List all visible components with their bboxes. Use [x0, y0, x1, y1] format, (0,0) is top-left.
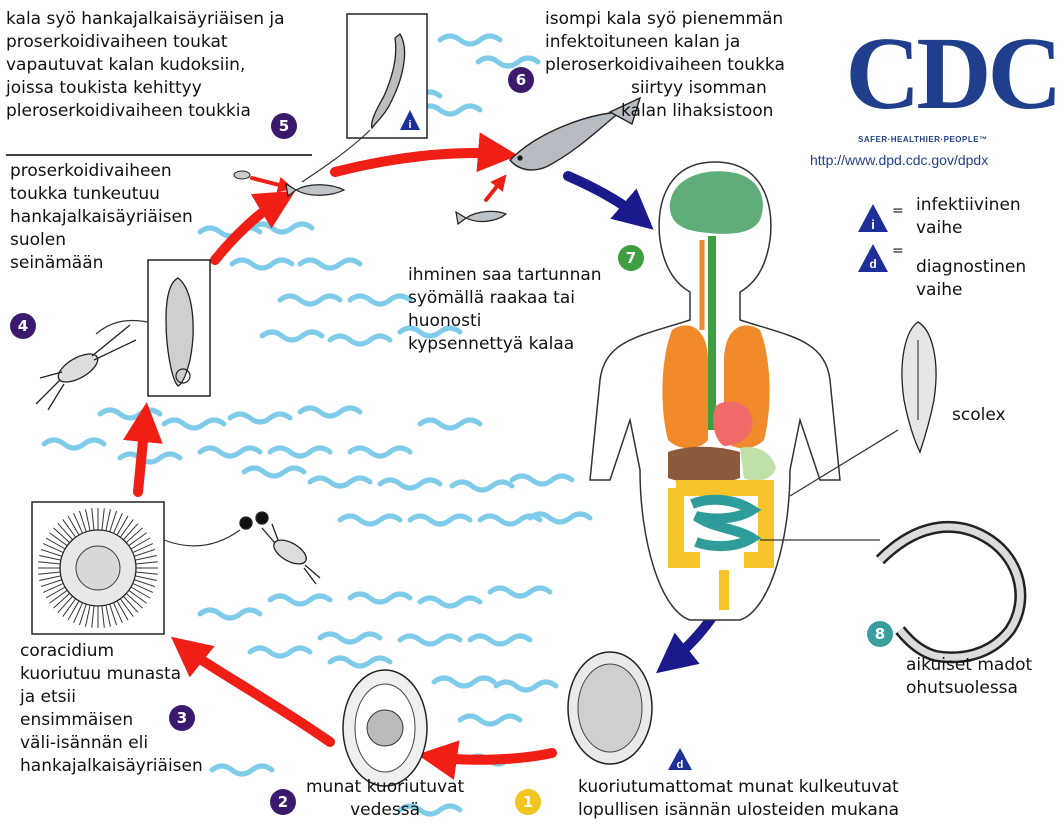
wave — [244, 468, 304, 476]
stage-badge-8: 8 — [867, 621, 893, 647]
wave — [100, 410, 160, 418]
stage-5-text: kala syö hankajalkaisäyriäisen ja proser… — [6, 8, 285, 123]
human-body — [590, 162, 840, 620]
svg-text:8: 8 — [875, 625, 885, 643]
arrow-small-fish-to-big-fish — [335, 153, 500, 172]
wave — [350, 448, 410, 456]
wave — [350, 296, 410, 304]
legend-infective-icon: i — [858, 204, 888, 232]
wave — [330, 658, 390, 666]
liver — [668, 447, 740, 484]
svg-text:7: 7 — [626, 249, 636, 267]
stage-4-text: proserkoidivaiheen toukka tunkeutuu hank… — [10, 160, 193, 275]
wave — [280, 296, 340, 304]
scolex-label: scolex — [952, 404, 1006, 427]
procercoid-box — [96, 260, 210, 396]
wave — [250, 648, 310, 656]
wave — [120, 454, 180, 462]
wave — [440, 36, 500, 44]
small-fish — [286, 184, 344, 196]
stage-2-text: munat kuoriutuvat vedessä — [306, 776, 464, 822]
wave — [164, 420, 224, 428]
stage-8-text: aikuiset madot ohutsuolessa — [906, 654, 1032, 700]
svg-text:6: 6 — [516, 71, 526, 89]
diagnostic-stage-marker-icon: d — [668, 748, 692, 771]
wave — [400, 636, 460, 644]
arrow-tiny-fish-into-big-fish — [486, 180, 502, 200]
stage-badge-1: 1 — [515, 789, 541, 815]
arrow-egg-to-hatched — [435, 753, 552, 760]
wave — [212, 766, 272, 774]
wave — [200, 610, 260, 618]
wave — [410, 516, 470, 524]
wave — [330, 336, 390, 344]
svg-text:i: i — [408, 119, 411, 131]
svg-text:d: d — [677, 759, 684, 771]
legend-diagnostic-label: diagnostinen vaihe — [916, 256, 1026, 302]
svg-text:CDC: CDC — [845, 16, 1058, 131]
wave — [230, 414, 290, 422]
wave — [420, 106, 480, 114]
legend-equals-2: = — [892, 240, 904, 263]
wave — [232, 260, 292, 268]
wave — [452, 482, 512, 490]
wave — [270, 448, 330, 456]
svg-text:4: 4 — [18, 317, 28, 335]
wave — [320, 634, 380, 642]
wave — [478, 58, 538, 66]
copepod-free — [240, 512, 320, 584]
copepod-with-larva — [36, 325, 136, 410]
cdc-logo: CDC — [845, 10, 1058, 132]
legend-diagnostic-icon: d — [858, 244, 888, 272]
wave — [470, 636, 530, 644]
stage-7-text: ihminen saa tartunnan syömällä raakaa ta… — [408, 264, 602, 356]
unembryonated-egg — [568, 652, 652, 764]
arrow-copepod-into-fish — [252, 178, 287, 187]
wave — [340, 516, 400, 524]
tiny-copepod — [234, 171, 250, 179]
wave — [496, 682, 556, 690]
wave — [300, 260, 360, 268]
wave — [262, 332, 322, 340]
arrow-coracidium-to-copepod — [138, 420, 145, 492]
cdc-tagline: SAFER·HEALTHIER·PEOPLE™ — [858, 135, 988, 144]
svg-text:1: 1 — [523, 793, 533, 811]
svg-text:i: i — [871, 217, 875, 232]
wave — [420, 420, 480, 428]
stage-badge-4: 4 — [10, 313, 36, 339]
stage-1-text: kuoriutumattomat munat kulkeutuvat lopul… — [578, 776, 899, 822]
stage-3-text: coracidium kuoriutuu munasta ja etsii en… — [20, 640, 203, 778]
wave — [300, 408, 360, 416]
stage-6-text: isompi kala syö pienemmän infektoituneen… — [545, 8, 785, 123]
wave — [310, 478, 370, 486]
wave — [512, 476, 572, 484]
arrow-fish-to-human — [568, 176, 640, 218]
wave — [380, 480, 440, 488]
wave — [270, 596, 330, 604]
svg-text:d: d — [869, 257, 876, 271]
tiny-fish — [456, 211, 506, 224]
stage-badge-6: 6 — [508, 67, 534, 93]
coracidium-box — [32, 502, 240, 634]
wave — [200, 448, 260, 456]
wave — [350, 594, 410, 602]
svg-text:2: 2 — [278, 793, 288, 811]
stage-badge-2: 2 — [270, 789, 296, 815]
legend-equals-1: = — [892, 200, 904, 223]
cdc-url[interactable]: http://www.dpd.cdc.gov/dpdx — [810, 152, 988, 168]
wave — [44, 440, 104, 448]
wave — [420, 598, 480, 606]
arrow-hatched-to-coracidium — [185, 648, 330, 742]
lung-left — [662, 325, 708, 448]
arrow-copepod-to-fish — [215, 200, 280, 260]
wave — [460, 716, 520, 724]
wave — [434, 678, 494, 686]
legend-infective-label: infektiivinen vaihe — [916, 194, 1021, 240]
embryonated-egg — [343, 670, 427, 786]
stage-badge-7: 7 — [618, 245, 644, 271]
wave — [490, 588, 550, 596]
